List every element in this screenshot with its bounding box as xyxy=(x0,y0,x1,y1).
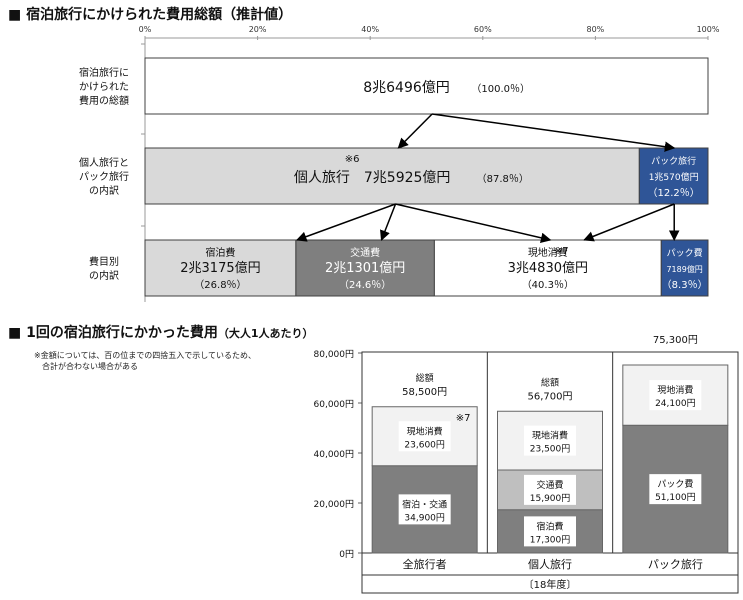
bar-segment xyxy=(144,147,640,205)
row-label: 個人旅行と xyxy=(79,156,129,169)
data-label: 2兆1301億円 xyxy=(325,260,405,276)
segment-label-box xyxy=(649,380,702,411)
segment-label: 17,300円 xyxy=(530,534,571,545)
data-label: 7189億円 xyxy=(666,264,702,274)
data-label: （26.8％） xyxy=(194,279,246,291)
data-label: 2兆3175億円 xyxy=(180,260,260,276)
segment-label-box xyxy=(398,494,451,525)
bar-segment xyxy=(295,239,435,297)
y-tick-label: 0円 xyxy=(339,549,354,560)
data-label: （24.6％） xyxy=(339,279,391,291)
segment-label-box xyxy=(524,516,576,547)
x-tick-label: 20% xyxy=(249,25,267,34)
segment-label: 34,900円 xyxy=(404,512,445,523)
data-label: 1兆570億円 xyxy=(649,171,699,183)
row-label: の内訳 xyxy=(89,269,119,282)
bar-segment xyxy=(638,147,709,205)
segment-label-box xyxy=(649,474,702,505)
section2-title: ■ 1回の宿泊旅行にかかった費用（大人1人あたり） xyxy=(8,322,314,342)
x-tick-label: 100% xyxy=(697,25,720,34)
x-category-label: 全旅行者 xyxy=(403,557,447,571)
flow-arrow xyxy=(432,113,676,152)
data-label: 宿泊費 xyxy=(205,246,235,259)
section2-title-sub: （大人1人あたり） xyxy=(217,327,314,340)
x-tick-label: 0% xyxy=(139,25,152,34)
period-row xyxy=(361,574,739,594)
data-label: 8兆6496億円 xyxy=(363,80,450,96)
footnote-mark: ※7 xyxy=(456,413,471,424)
segment-label: パック費 xyxy=(657,478,693,490)
segment-label: 現地消費 xyxy=(657,384,693,396)
data-label-percent: （87.8％） xyxy=(477,173,529,185)
footnote-mark: ※7 xyxy=(554,246,569,257)
total-value: 58,500円 xyxy=(402,387,447,398)
x-tick-label: 40% xyxy=(361,25,379,34)
row-label: 宿泊旅行に xyxy=(79,66,129,79)
segment-label: 15,900円 xyxy=(530,493,571,504)
total-value: 75,300円 xyxy=(653,335,698,346)
rounding-note-line2: 合計が合わない場合がある xyxy=(42,362,138,371)
bar-segment xyxy=(144,239,297,297)
x-tick-label: 80% xyxy=(587,25,605,34)
data-label: （12.2％） xyxy=(648,187,700,199)
flow-arrow xyxy=(397,113,433,149)
segment-label: 現地消費 xyxy=(407,425,443,437)
y-tick-label: 40,000円 xyxy=(314,449,355,460)
total-caption: 総額 xyxy=(541,376,559,388)
row-label: 費用の総額 xyxy=(79,94,129,107)
rounding-note-line1: ※金額については、百の位までの四捨五入で示しているため、 xyxy=(34,351,257,360)
total-caption: 総額 xyxy=(416,372,434,384)
segment-label-box xyxy=(524,425,576,456)
flow-arrow xyxy=(583,203,675,242)
x-category-label: 個人旅行 xyxy=(528,557,572,571)
segment-label: 51,100円 xyxy=(655,492,696,503)
segment-label-box xyxy=(524,474,576,505)
segment-label-box xyxy=(398,421,451,452)
flow-arrow xyxy=(395,203,552,243)
data-label: パック費 xyxy=(667,247,703,259)
data-label: パック旅行 xyxy=(651,155,696,167)
bar-segment xyxy=(433,239,662,297)
x-category-label: パック旅行 xyxy=(648,557,703,571)
row-label: の内訳 xyxy=(89,184,119,197)
section1-title: ■ 宿泊旅行にかけられた費用総額（推計値） xyxy=(8,7,293,23)
segment-label: 23,500円 xyxy=(530,444,571,455)
total-value: 56,700円 xyxy=(528,391,573,402)
segment-label: 宿泊・交通 xyxy=(402,498,447,510)
data-label: 3兆4830億円 xyxy=(508,260,588,276)
data-label-percent: （100.0％） xyxy=(471,83,530,95)
footnote-mark: ※6 xyxy=(345,154,360,165)
y-tick-label: 20,000円 xyxy=(314,499,355,510)
data-label: （8.3％） xyxy=(662,279,708,291)
period-label: 〔18年度〕 xyxy=(524,578,577,591)
bar-segment xyxy=(660,239,709,297)
bar-segment xyxy=(144,57,709,115)
flow-arrow xyxy=(296,203,396,242)
segment-label: 宿泊費 xyxy=(536,520,563,532)
segment-label: 24,100円 xyxy=(655,398,696,409)
data-label: （40.3％） xyxy=(522,279,574,291)
data-label: 交通費 xyxy=(350,246,380,259)
segment-label: 交通費 xyxy=(536,479,563,491)
row-label: かけられた xyxy=(79,81,129,93)
data-label: 現地消費 xyxy=(528,246,568,259)
x-tick-label: 60% xyxy=(474,25,492,34)
segment-label: 23,600円 xyxy=(404,439,445,450)
data-label: 個人旅行 7兆5925億円 xyxy=(294,170,451,186)
row-label: パック旅行 xyxy=(79,170,129,183)
row-label: 費目別 xyxy=(89,255,119,268)
rounding-note: ※金額については、百の位までの四捨五入で示しているため、 合計が合わない場合があ… xyxy=(34,350,256,372)
y-tick-label: 60,000円 xyxy=(314,399,355,410)
segment-label: 現地消費 xyxy=(532,430,568,442)
flow-arrow xyxy=(380,203,397,241)
section2-title-main: ■ 1回の宿泊旅行にかかった費用 xyxy=(8,325,218,341)
y-tick-label: 80,000円 xyxy=(314,349,355,360)
